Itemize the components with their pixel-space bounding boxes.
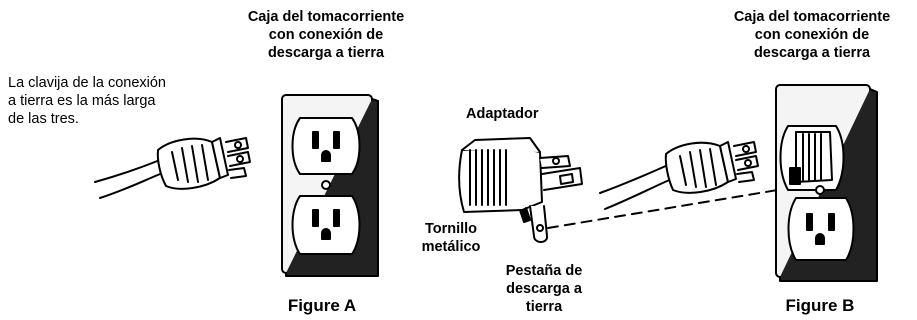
metal-screw-label-line2: metálico [421, 239, 481, 255]
grounding-tab-label: Pestaña de descarga a tierra [484, 262, 604, 316]
outlet-box-label-a-line3: descarga a tierra [267, 45, 385, 61]
outlet-box-label-b: Caja del tomacorriente con conexión de d… [712, 8, 912, 62]
dashed-connector [547, 182, 821, 229]
outlet-box-label-a-line2: con conexión de [268, 27, 384, 43]
metal-screw-label: Tornillo metálico [412, 220, 490, 256]
outlet-box-label-b-line1: Caja del tomacorriente [733, 9, 891, 25]
ground-prong-note-line1: La clavija de la conexión [8, 75, 166, 91]
figure-a-caption: Figure A [287, 296, 357, 315]
grounding-tab-label-line3: tierra [525, 299, 563, 315]
outlet-plate-b [775, 84, 878, 282]
outlet-box-label-b-line2: con conexión de [754, 27, 870, 43]
grounding-tab-label-line2: descarga a [506, 281, 582, 297]
adapter-device [458, 137, 583, 243]
grounding-tab-label-line1: Pestaña de [505, 263, 583, 279]
figure-b-caption: Figure B [785, 296, 855, 315]
outlet-box-label-a: Caja del tomacorriente con conexión de d… [226, 8, 426, 62]
ground-prong-note: La clavija de la conexión a tierra es la… [8, 74, 166, 128]
plug-a [156, 137, 251, 190]
metal-screw-label-line1: Tornillo [424, 221, 478, 237]
cord-b [599, 164, 675, 210]
ground-prong-note-line2: a tierra es la más larga [8, 93, 156, 109]
ground-prong-note-line3: de las tres. [8, 111, 79, 127]
outlet-box-label-a-line1: Caja del tomacorriente [247, 9, 405, 25]
plug-b [664, 141, 759, 194]
adapter-label: Adaptador [466, 106, 539, 122]
outlet-box-label-b-line3: descarga a tierra [753, 45, 871, 61]
outlet-plate-a [281, 94, 379, 277]
cord-a [94, 159, 166, 199]
